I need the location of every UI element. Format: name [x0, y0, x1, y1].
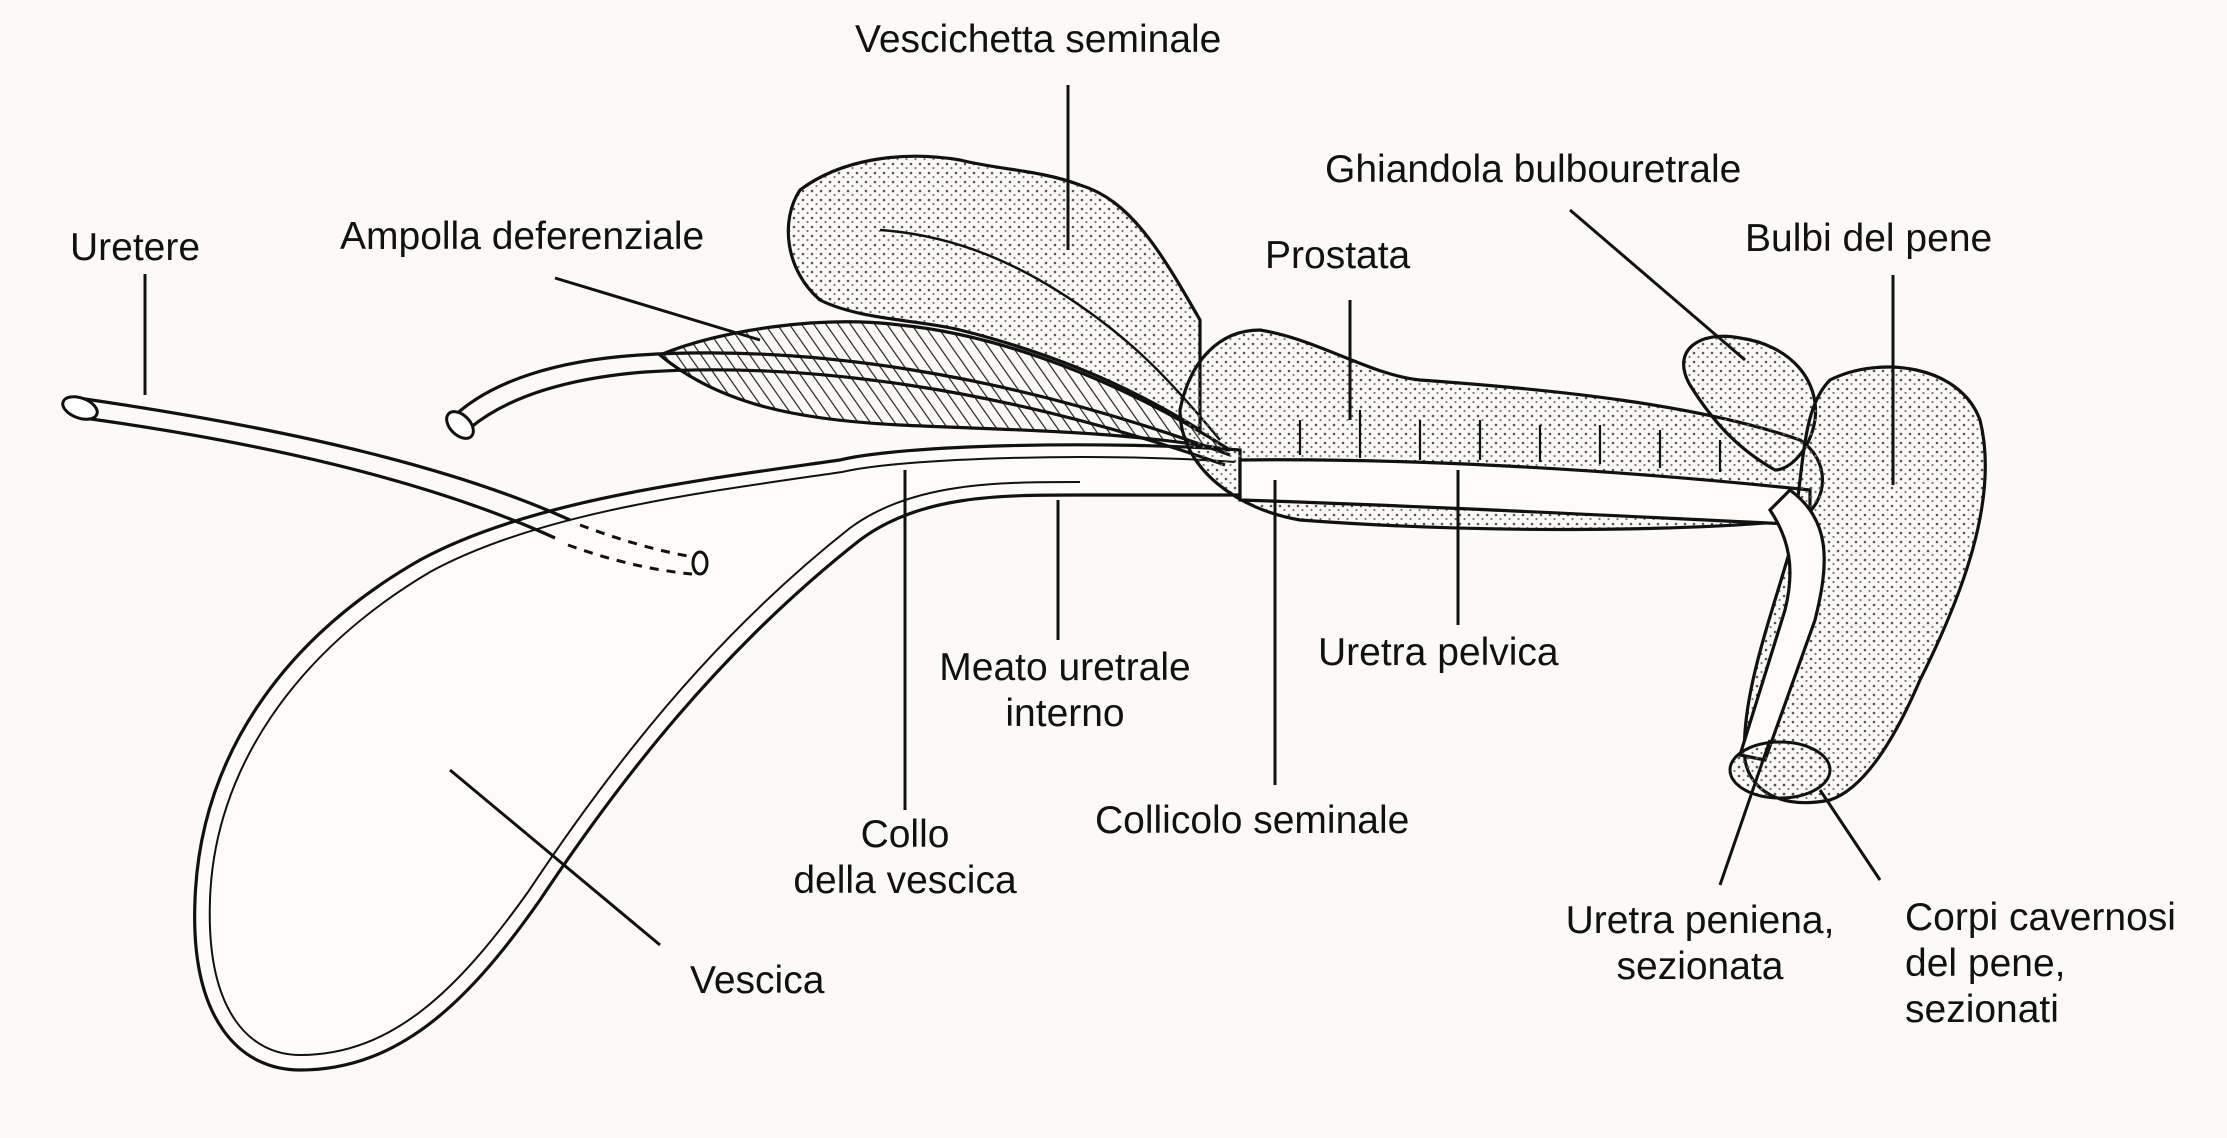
label-meato-uretrale: Meato uretrale interno: [925, 645, 1205, 737]
label-uretra-pelvica: Uretra pelvica: [1318, 631, 1559, 674]
label-collicolo-seminale: Collicolo seminale: [1095, 799, 1410, 842]
label-peniena-line-2: sezionata: [1616, 945, 1784, 988]
label-bulbi-del-pene: Bulbi del pene: [1745, 217, 1993, 260]
label-meato-line-1: Meato uretrale: [939, 646, 1191, 689]
label-vescichetta-seminale: Vescichetta seminale: [855, 18, 1222, 61]
label-corpi-cavernosi: Corpi cavernosi del pene, sezionati: [1905, 895, 2176, 1033]
label-peniena-line-1: Uretra peniena,: [1565, 899, 1835, 942]
label-uretra-peniena: Uretra peniena, sezionata: [1540, 898, 1860, 990]
label-meato-line-2: interno: [1005, 692, 1125, 735]
seminal-vesicle: [786, 154, 1221, 441]
ureter: [61, 395, 709, 576]
label-collo-line-1: Collo: [860, 813, 950, 856]
label-prostata: Prostata: [1265, 234, 1411, 277]
leader-lines: [143, 85, 1895, 947]
label-ghiandola-bulbouretrale: Ghiandola bulbouretrale: [1325, 148, 1742, 191]
label-uretere: Uretere: [70, 226, 201, 269]
label-collo-della-vescica: Collo della vescica: [765, 812, 1045, 904]
label-corpi-line-2: del pene,: [1905, 942, 2066, 985]
label-corpi-line-3: sezionati: [1905, 988, 2059, 1031]
label-corpi-line-1: Corpi cavernosi: [1905, 896, 2176, 939]
label-ampolla-deferenziale: Ampolla deferenziale: [340, 215, 705, 258]
bladder: [193, 443, 1242, 1072]
label-collo-line-2: della vescica: [793, 859, 1017, 902]
label-vescica: Vescica: [690, 959, 825, 1002]
